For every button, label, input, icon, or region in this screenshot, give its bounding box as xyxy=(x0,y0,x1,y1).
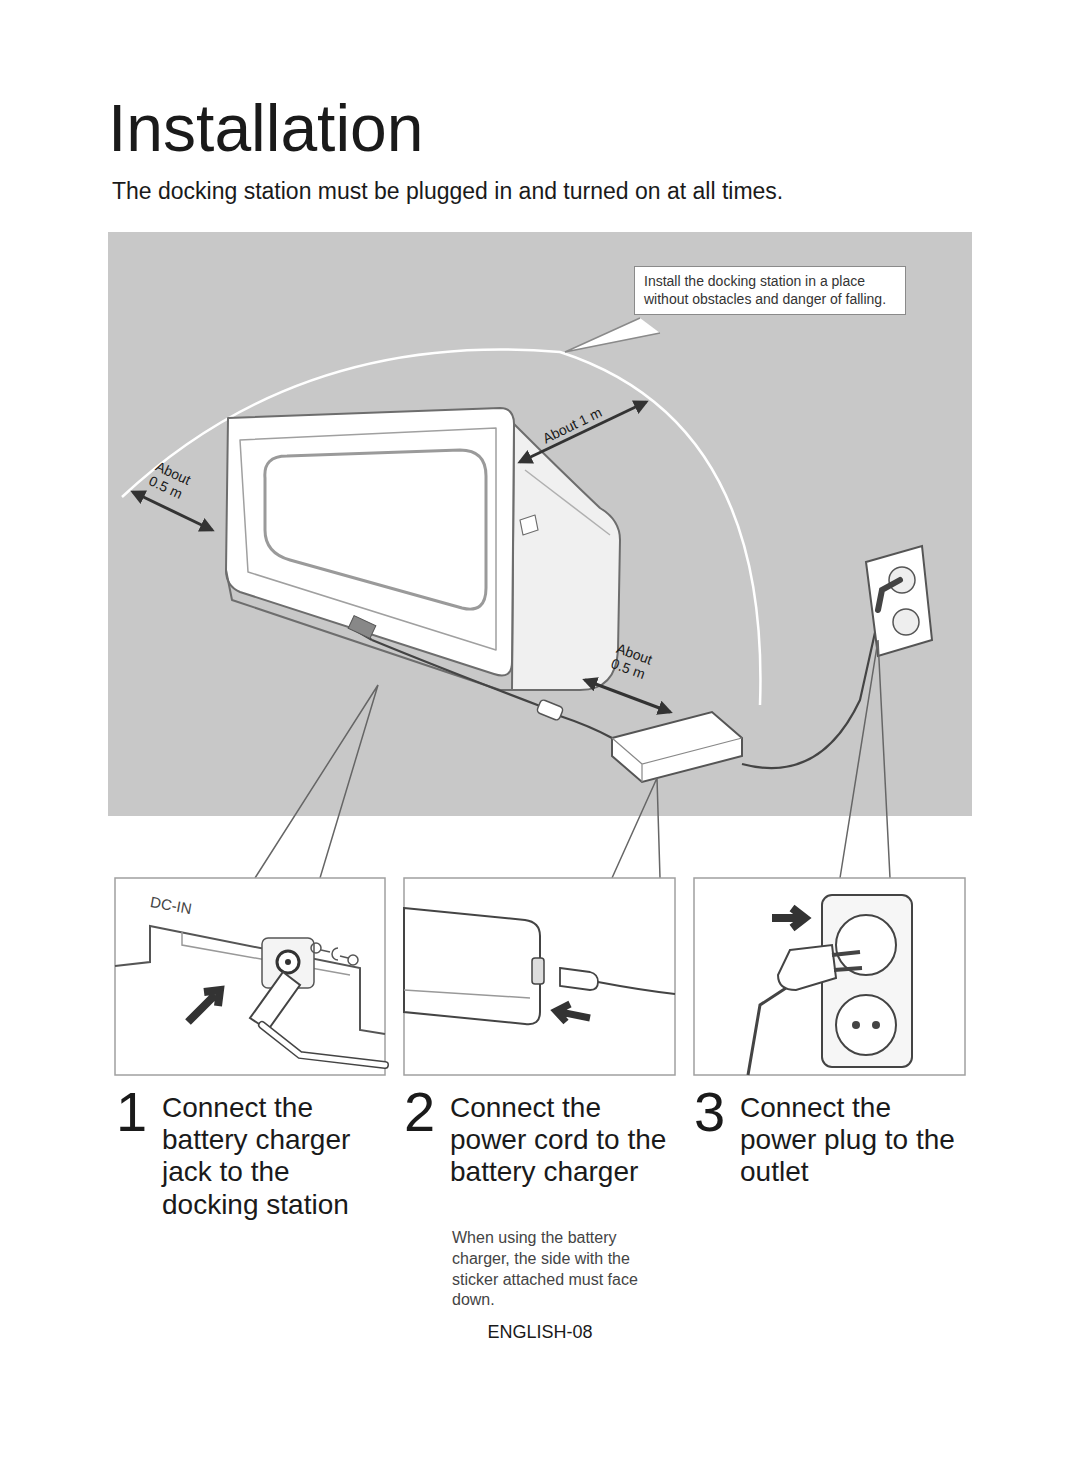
step-number: 2 xyxy=(404,1084,444,1140)
step-text: Connect the power cord to the battery ch… xyxy=(450,1092,672,1189)
callout-pointer xyxy=(565,318,660,352)
clearance-arc xyxy=(122,349,760,705)
docking-station xyxy=(226,408,620,690)
dimension-label: About 0.5 m xyxy=(146,458,207,509)
port-label: DC-IN xyxy=(149,893,231,924)
step-text: Connect the battery charger jack to the … xyxy=(162,1092,390,1221)
step-text: Connect the power plug to the outlet xyxy=(740,1092,965,1189)
step-note: When using the battery charger, the side… xyxy=(452,1228,677,1311)
floor-area xyxy=(108,232,972,816)
detail-outlet xyxy=(694,878,965,1075)
callout-text: Install the docking station in a place w… xyxy=(644,272,896,308)
dimension-arrows xyxy=(133,402,670,712)
dc-jack xyxy=(348,616,376,639)
page-number: ENGLISH-08 xyxy=(440,1322,640,1343)
detail-dc-in xyxy=(115,878,385,1075)
callout-box: Install the docking station in a place w… xyxy=(634,266,906,315)
zoom-lines xyxy=(255,640,890,878)
dimension-label: About 0.5 m xyxy=(609,640,669,688)
battery-charger xyxy=(612,712,742,782)
ferrite-core xyxy=(536,699,563,721)
step-number: 3 xyxy=(694,1084,734,1140)
page-title: Installation xyxy=(108,92,424,165)
dimension-label: About 1 m xyxy=(540,393,628,447)
subtitle: The docking station must be plugged in a… xyxy=(112,178,1012,204)
wall-outlet xyxy=(866,546,932,656)
detail-power-cord xyxy=(404,878,675,1075)
step-number: 1 xyxy=(116,1084,156,1140)
